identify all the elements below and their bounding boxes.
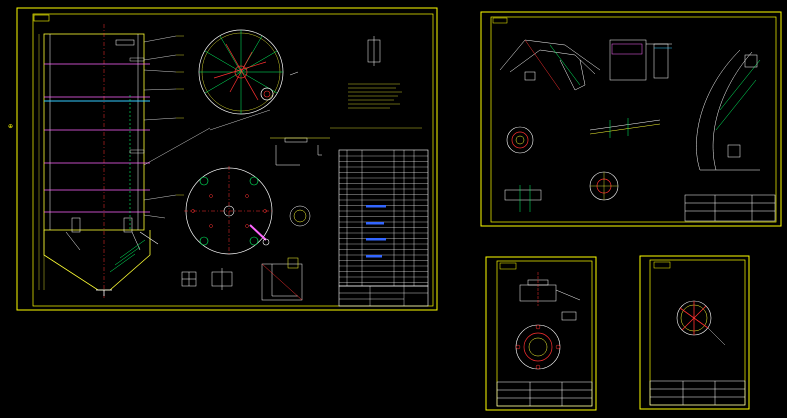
flange-detail [609,39,672,81]
flange-plan-view [515,324,561,370]
sheet-1-marker: ⊕ [8,123,13,130]
sheet-4-frame [639,255,750,410]
parts-list-table [338,149,429,287]
callout-labels [176,35,184,196]
ring-detail [506,126,534,154]
sheet-1-tag [33,14,50,22]
vessel-leaders [143,35,211,219]
technical-notes [330,36,422,129]
plate-detail [504,185,542,212]
small-flange-detail [589,171,619,201]
sheet-1-inner-frame [32,13,434,307]
sheet-4-title-block [649,380,746,406]
detail-flange-section [270,137,330,166]
sheet-2 [480,11,782,227]
sheet-3-inner-frame [496,260,593,407]
top-plan-view [198,29,299,131]
detail-support-section [261,257,303,301]
cone-detail [696,49,761,171]
sheet-1: ⊕ [8,7,438,311]
sheet-3 [485,256,597,411]
sheet-4 [639,255,750,410]
sheet-2-inner-frame [490,16,777,223]
sheet-2-title-block [684,194,776,222]
sheet-3-title-block [496,381,593,407]
bar-detail [589,118,661,138]
detail-small-parts [181,205,311,290]
flange-section-view [519,272,581,321]
sheet-1-title-block [338,285,429,307]
vessel-elevation [38,24,159,300]
bottom-plan-view [184,166,274,256]
sheet-2-frame [480,11,782,227]
sheet-3-frame [485,256,597,411]
bracket-detail [499,39,601,91]
sheet-4-inner-frame [649,259,746,406]
sheet-1-frame [16,7,438,311]
plate-plan-view [676,300,726,346]
